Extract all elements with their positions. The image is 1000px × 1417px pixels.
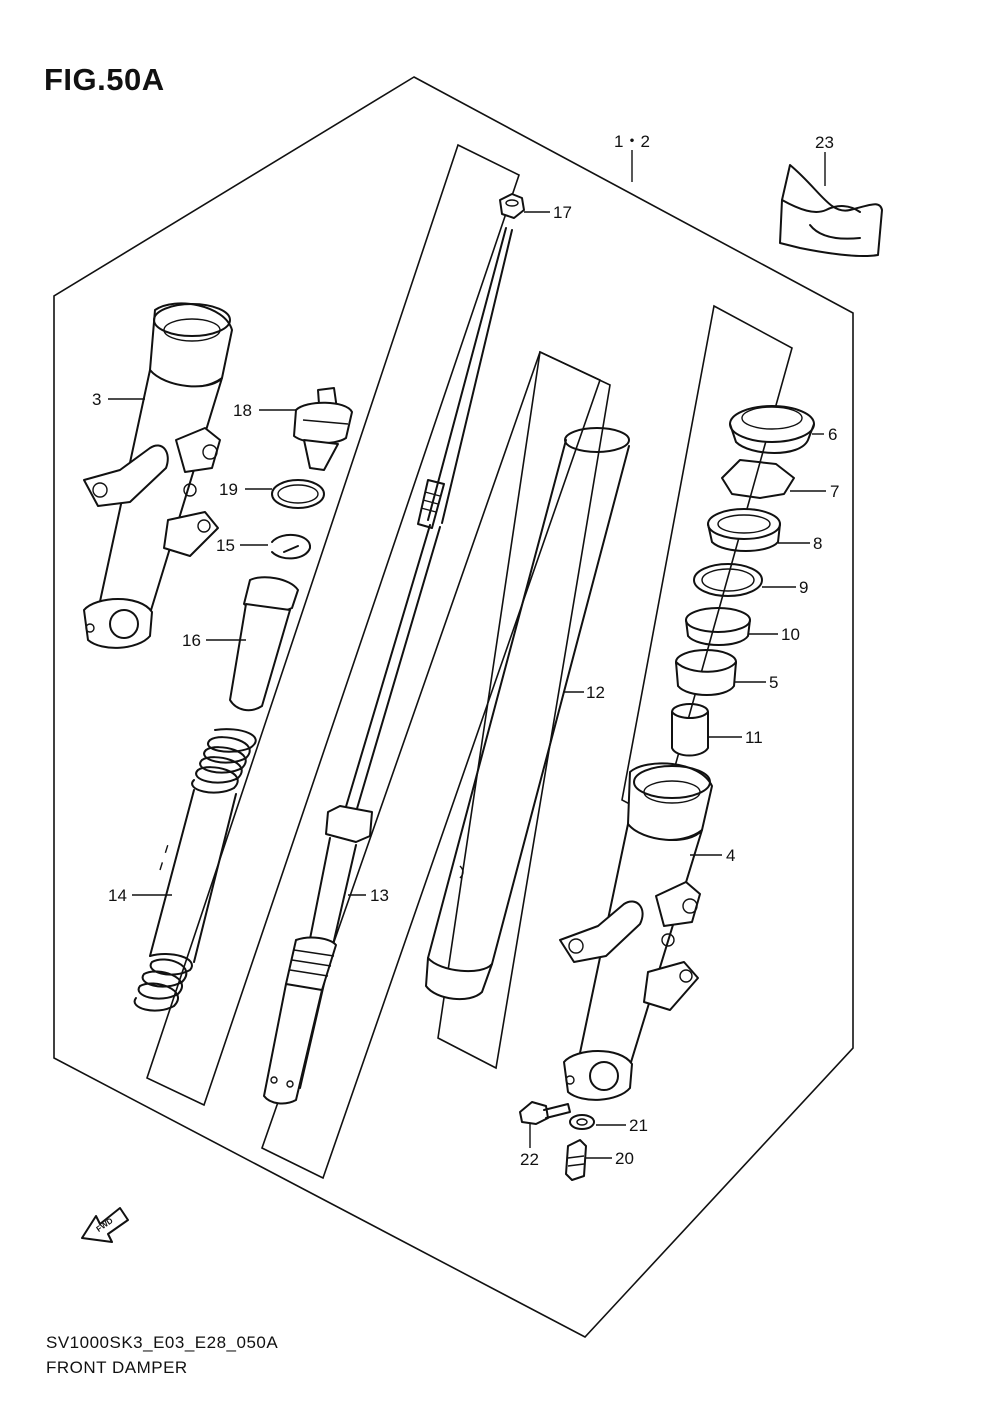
part-13-damper-rod [263, 227, 513, 1105]
label-part-17: 17 [553, 203, 572, 222]
part-19-o-ring [271, 479, 325, 509]
label-part-22: 22 [520, 1150, 539, 1169]
label-part-16: 16 [182, 631, 201, 650]
label-part-8: 8 [813, 534, 822, 553]
part-10-bushing [685, 607, 751, 646]
part-11-collar [671, 703, 709, 757]
label-part-4: 4 [726, 846, 735, 865]
part-labels: 1・2 23 17 3 18 19 15 16 14 13 12 6 7 8 9… [92, 132, 839, 1169]
label-part-18: 18 [233, 401, 252, 420]
fwd-arrow-icon: FWD [81, 1207, 129, 1243]
part-21-washer [569, 1114, 595, 1130]
label-part-9: 9 [799, 578, 808, 597]
label-part-6: 6 [828, 425, 837, 444]
part-23-guard [779, 164, 883, 258]
part-5-bushing [675, 649, 737, 696]
part-20-screw [565, 1139, 587, 1181]
spring-group-frame [146, 143, 520, 1107]
label-part-1-2: 1・2 [614, 132, 650, 151]
rod-group-frame [261, 350, 601, 1180]
label-part-5: 5 [769, 673, 778, 692]
figure-title: FIG.50A [44, 62, 165, 97]
part-15-clip [271, 533, 311, 560]
label-part-14: 14 [108, 886, 127, 905]
label-part-12: 12 [586, 683, 605, 702]
part-6-oil-seal [729, 405, 815, 454]
cylinder-group-frame [437, 350, 611, 1070]
part-9-washer [693, 563, 763, 597]
label-part-19: 19 [219, 480, 238, 499]
leader-lines [108, 150, 826, 1159]
label-part-10: 10 [781, 625, 800, 644]
part-22-bolt [519, 1101, 571, 1125]
label-part-20: 20 [615, 1149, 634, 1168]
part-18-adjuster [293, 387, 353, 471]
label-part-11: 11 [745, 728, 763, 747]
figure-code: SV1000SK3_E03_E28_050A [46, 1333, 279, 1352]
part-7-stopper-ring [721, 459, 795, 499]
part-12-inner-cylinder [425, 427, 630, 1001]
part-4-right-outer-tube [559, 762, 713, 1101]
part-3-left-outer-tube [83, 302, 233, 649]
label-part-7: 7 [830, 482, 839, 501]
part-8-dust-seal [707, 508, 781, 552]
figure-name: FRONT DAMPER [46, 1358, 188, 1377]
part-14-spring [133, 728, 257, 1012]
label-part-23: 23 [815, 133, 834, 152]
label-part-13: 13 [370, 886, 389, 905]
part-17-nut [499, 193, 525, 219]
label-part-15: 15 [216, 536, 235, 555]
label-part-3: 3 [92, 390, 101, 409]
label-part-21: 21 [629, 1116, 648, 1135]
part-16-spacer [229, 576, 299, 712]
assembly-frame [53, 76, 854, 1338]
